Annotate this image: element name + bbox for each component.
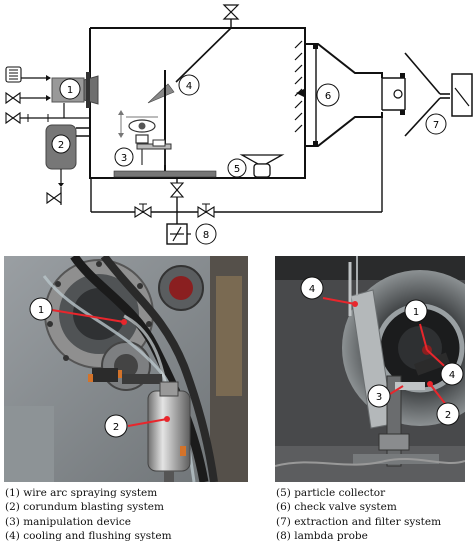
pipe-valve-icon — [197, 203, 215, 218]
callout-label: 4 — [186, 81, 192, 92]
callout-label: 5 — [234, 164, 240, 175]
photo-callout-1: 1 — [29, 297, 53, 321]
base-plate — [113, 170, 217, 178]
callout-line — [419, 323, 428, 351]
legend-item: (7) extraction and filter system — [276, 515, 442, 528]
manipulation-device — [118, 110, 172, 165]
legend-right: (5) particle collector (6) check valve s… — [276, 486, 441, 543]
wire-coil-icon — [5, 66, 22, 83]
callout-1: 1 — [59, 78, 81, 100]
top-valve-icon — [222, 4, 240, 28]
callout-label: 8 — [203, 230, 209, 241]
callout-label: 4 — [449, 370, 455, 381]
legend-item: (2) corundum blasting system — [5, 501, 164, 514]
photo-callout-4: 4 — [300, 276, 324, 300]
callout-label: 6 — [325, 91, 331, 102]
photo-chamber-interior: 4 1 4 3 2 — [275, 256, 465, 482]
callout-label: 7 — [433, 120, 439, 131]
callout-6: 6 — [316, 83, 340, 107]
photo-callout-2: 2 — [104, 414, 128, 438]
callout-line — [51, 309, 125, 323]
callout-2: 2 — [51, 134, 71, 154]
callout-label: 3 — [121, 153, 127, 164]
spray-cone — [147, 83, 175, 104]
callout-line — [389, 385, 404, 395]
callout-label: 4 — [309, 284, 315, 295]
photo-callout-3: 3 — [367, 384, 391, 408]
callout-label: 2 — [113, 422, 119, 433]
photo-exterior-spray-system: 1 2 — [4, 256, 248, 482]
callout-line — [127, 418, 168, 427]
legend-left: (1) wire arc spraying system (2) corundu… — [5, 486, 172, 543]
photo-callout-2: 2 — [436, 402, 460, 426]
callout-label: 1 — [38, 305, 44, 316]
callout-label: 1 — [67, 85, 73, 96]
callout-7: 7 — [425, 113, 447, 135]
callout-8: 8 — [195, 223, 217, 245]
callout-label: 2 — [445, 410, 451, 421]
callout-5: 5 — [227, 158, 247, 178]
lambda-probe-box — [166, 223, 191, 245]
process-chamber-schematic: 1 2 3 4 5 6 7 8 — [5, 4, 473, 245]
inlet-valve-icon — [5, 91, 51, 105]
callout-4: 4 — [178, 74, 200, 96]
particle-collector — [239, 154, 285, 178]
callout-line — [322, 297, 356, 305]
callout-label: 1 — [413, 307, 419, 318]
callout-3: 3 — [114, 147, 134, 167]
chamber-outline — [89, 27, 383, 179]
callout-label: 2 — [58, 140, 64, 151]
photo-callout-1: 1 — [404, 299, 428, 323]
legend-item: (6) check valve system — [276, 501, 397, 514]
filter-box — [451, 73, 473, 117]
legend-item: (5) particle collector — [276, 487, 386, 499]
legend-item: (4) cooling and flushing system — [5, 529, 172, 542]
inlet-valve-icon — [5, 111, 90, 125]
legend-item: (8) lambda probe — [276, 529, 368, 542]
blasting-valve-icon — [46, 187, 62, 205]
bottom-valve-icon — [169, 182, 185, 198]
legend-item: (3) manipulation device — [5, 515, 131, 528]
check-valve-hatching — [294, 40, 303, 133]
extraction-funnel — [404, 52, 450, 137]
callout-label: 3 — [376, 392, 382, 403]
photo-callout-4: 4 — [440, 362, 464, 386]
pipe-valve-icon — [134, 203, 152, 218]
legend-item: (1) wire arc spraying system — [5, 487, 158, 499]
